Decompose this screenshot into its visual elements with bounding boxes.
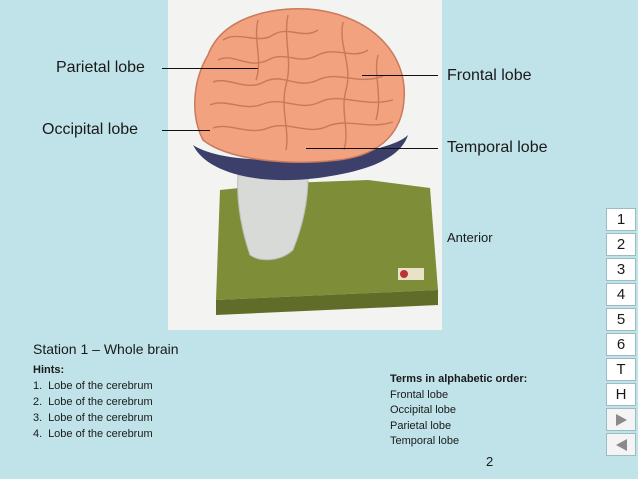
terms-list: Frontal lobe Occipital lobe Parietal lob… (390, 388, 527, 450)
hint-text: Lobe of the cerebrum (48, 380, 153, 392)
brain-stem (237, 174, 309, 261)
label-parietal-lobe: Parietal lobe (56, 59, 145, 76)
hint-item: 2. Lobe of the cerebrum (33, 394, 153, 410)
nav-button-3[interactable]: 3 (606, 258, 636, 281)
play-right-icon (615, 414, 627, 427)
station-navigation: 1 2 3 4 5 6 T H (606, 208, 636, 458)
terms-box: Terms in alphabetic order: Frontal lobe … (390, 372, 527, 450)
leader-line-parietal (162, 68, 258, 69)
hint-number: 1. (33, 380, 43, 392)
cerebellum (193, 135, 408, 181)
label-temporal-lobe: Temporal lobe (447, 139, 548, 156)
brain-model-illustration (193, 8, 438, 315)
hint-number: 3. (33, 412, 43, 424)
term-item: Occipital lobe (390, 404, 457, 416)
hints-box: Hints: 1. Lobe of the cerebrum 2. Lobe o… (33, 362, 153, 442)
nav-button-test[interactable]: T (606, 358, 636, 381)
nav-button-5[interactable]: 5 (606, 308, 636, 331)
term-item: Frontal lobe (390, 388, 449, 401)
terms-title: Terms in alphabetic order: (390, 373, 528, 385)
page-number: 2 (486, 454, 494, 469)
play-left-icon (615, 439, 627, 452)
hints-title: Hints: (33, 364, 65, 376)
station-title: Station 1 – Whole brain (33, 341, 179, 357)
nav-button-4[interactable]: 4 (606, 283, 636, 306)
hint-text: Lobe of the cerebrum (48, 396, 153, 408)
leader-line-temporal (306, 148, 438, 149)
brain-model-photo (168, 0, 442, 330)
nav-button-2[interactable]: 2 (606, 233, 636, 256)
nav-button-6[interactable]: 6 (606, 333, 636, 356)
previous-button[interactable] (606, 433, 636, 456)
hint-number: 2. (33, 396, 43, 408)
hint-text: Lobe of the cerebrum (48, 428, 153, 440)
hint-text: Lobe of the cerebrum (48, 412, 153, 424)
gyri-pattern (209, 14, 394, 151)
cerebrum (194, 8, 405, 163)
model-logo (400, 270, 408, 278)
label-anterior: Anterior (447, 230, 493, 245)
hint-item: 4. Lobe of the cerebrum (33, 426, 153, 442)
leader-line-occipital (162, 130, 210, 131)
hints-list: 1. Lobe of the cerebrum 2. Lobe of the c… (33, 378, 153, 442)
label-frontal-lobe: Frontal lobe (447, 67, 532, 84)
term-item: Temporal lobe (390, 435, 460, 447)
nav-button-home[interactable]: H (606, 383, 636, 406)
label-occipital-lobe: Occipital lobe (42, 121, 139, 138)
model-base-edge (216, 290, 438, 315)
leader-line-frontal (362, 75, 438, 76)
term-item: Parietal lobe (390, 419, 452, 432)
next-button[interactable] (606, 408, 636, 431)
hint-number: 4. (33, 428, 43, 440)
hint-item: 1. Lobe of the cerebrum (33, 378, 153, 394)
hint-item: 3. Lobe of the cerebrum (33, 410, 153, 426)
nav-button-1[interactable]: 1 (606, 208, 636, 231)
